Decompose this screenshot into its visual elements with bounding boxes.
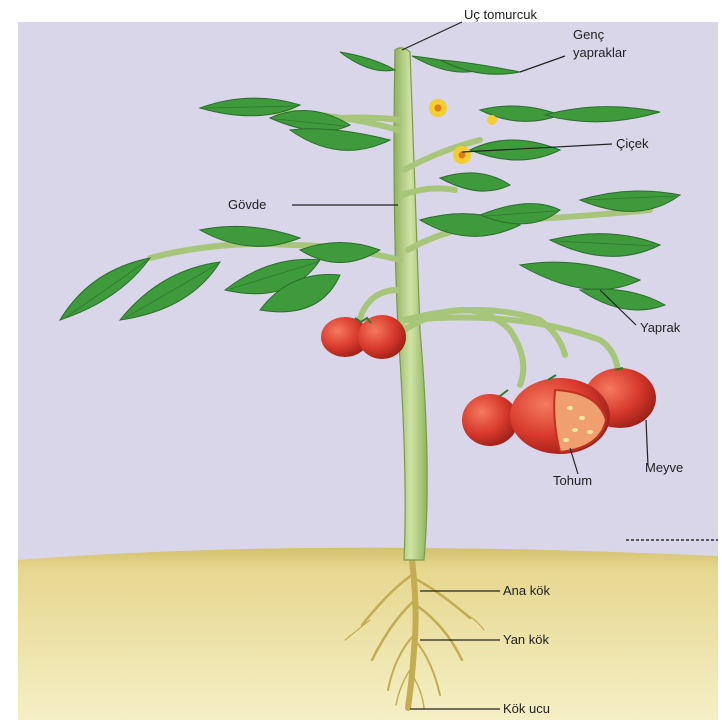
soil-ground [18, 548, 718, 720]
label-young-leaves-line1: Genç [573, 27, 604, 42]
label-terminal-bud: Uç tomurcuk [464, 7, 537, 22]
label-flower: Çiçek [616, 136, 649, 151]
label-stem: Gövde [228, 197, 266, 212]
label-leaf: Yaprak [640, 320, 680, 335]
label-fruit: Meyve [645, 460, 683, 475]
label-lateral-root: Yan kök [503, 632, 549, 647]
label-root-tip: Kök ucu [503, 701, 550, 716]
label-young-leaves-line2: yapraklar [573, 45, 626, 60]
label-main-root: Ana kök [503, 583, 550, 598]
label-seed: Tohum [553, 473, 592, 488]
